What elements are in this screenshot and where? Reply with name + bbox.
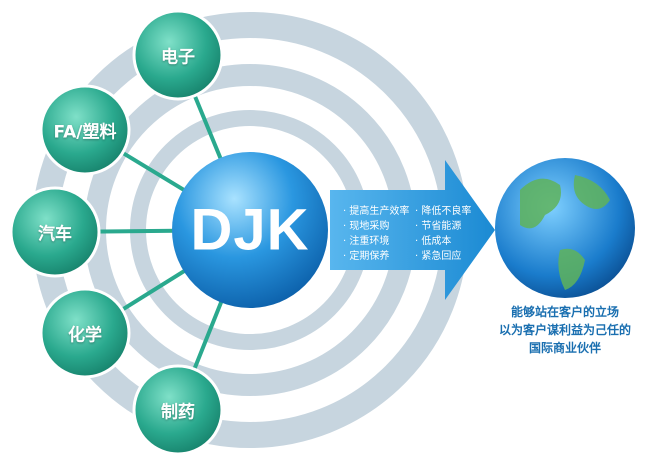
- tagline-line: 国际商业伙伴: [528, 341, 601, 355]
- benefit-item: 低成本: [415, 234, 471, 249]
- tagline-line: 以为客户谋利益为己任的: [498, 323, 631, 337]
- industry-chemical: 化学: [68, 325, 102, 346]
- industry-pharma: 制药: [161, 402, 195, 423]
- djk-logo: DJK: [190, 197, 310, 263]
- industry-automotive: 汽车: [38, 224, 72, 245]
- benefit-item: 紧急回应: [415, 249, 471, 264]
- benefit-item: 节省能源: [415, 219, 471, 234]
- industry-electronics: 电子: [161, 47, 195, 68]
- benefit-item: 注重环境: [343, 234, 409, 249]
- benefits-left: 提高生产效率 现地采购 注重环境 定期保养: [343, 204, 409, 264]
- benefit-item: 定期保养: [343, 249, 409, 264]
- benefit-item: 现地采购: [343, 219, 409, 234]
- benefit-arrow: [330, 160, 495, 300]
- industry-fa-plastics: FA/塑料: [53, 122, 117, 143]
- benefit-item: 提高生产效率: [343, 204, 409, 219]
- benefit-item: 降低不良率: [415, 204, 471, 219]
- tagline: 能够站在客户的立场 以为客户谋利益为己任的 国际商业伙伴: [490, 303, 640, 357]
- benefits-right: 降低不良率 节省能源 低成本 紧急回应: [415, 204, 471, 264]
- djk-center-circle: [172, 152, 328, 308]
- tagline-line: 能够站在客户的立场: [510, 305, 619, 319]
